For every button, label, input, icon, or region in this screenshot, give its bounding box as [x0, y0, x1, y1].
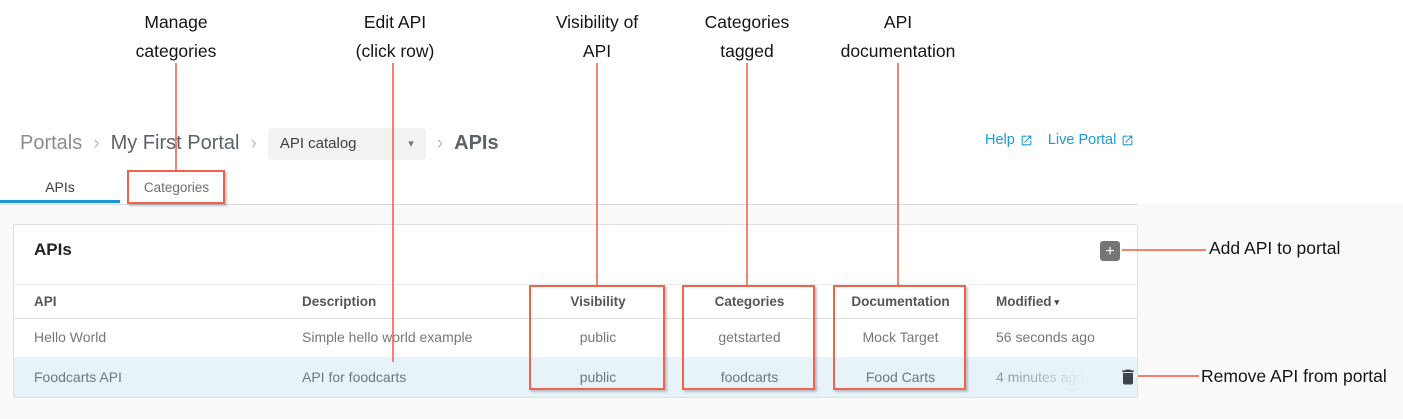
annotation-text: Edit API: [363, 12, 427, 32]
annotation-text: Categories: [704, 12, 790, 32]
annotation-edit-api: Edit API (click row): [285, 8, 505, 66]
dropdown-value: API catalog: [279, 135, 357, 152]
annotation-text: documentation: [840, 41, 956, 61]
chevron-right-icon: ›: [93, 132, 100, 154]
tab-categories[interactable]: Categories: [128, 171, 225, 204]
annotation-text: Manage: [144, 12, 208, 32]
annotation-text: Visibility of: [555, 12, 639, 32]
annotation-api-documentation: API documentation: [788, 8, 1008, 66]
chevron-down-icon: ▾: [408, 138, 414, 150]
header-links: Help Live Portal: [985, 132, 1134, 148]
callout-line-add-api: [1122, 249, 1206, 251]
callout-line-manage-categories: [175, 63, 177, 171]
cell-visibility: public: [579, 329, 617, 345]
table-header-row: API Description Visibility Categories Do…: [14, 284, 1137, 319]
column-header-modified[interactable]: Modified▾: [996, 285, 1059, 319]
column-header-visibility: Visibility: [570, 294, 626, 309]
callout-line-visibility: [596, 63, 598, 285]
help-link[interactable]: Help: [985, 132, 1033, 148]
cell-categories: foodcarts: [720, 369, 779, 385]
table-row[interactable]: Hello World Simple hello world example p…: [14, 317, 1137, 358]
active-tab-indicator: [0, 200, 120, 203]
cell-modified: 4 minutes ago: [996, 357, 1084, 397]
api-catalog-dropdown[interactable]: API catalog ▾: [267, 127, 426, 160]
column-header-api: API: [34, 294, 57, 309]
cell-modified: 56 seconds ago: [996, 329, 1095, 345]
tab-apis-label: APIs: [45, 179, 75, 195]
cell-categories: getstarted: [718, 329, 781, 345]
add-api-button[interactable]: +: [1100, 241, 1120, 261]
annotation-manage-categories: Manage categories: [66, 8, 286, 66]
cell-documentation: Food Carts: [865, 369, 936, 385]
live-portal-link[interactable]: Live Portal: [1048, 132, 1135, 148]
breadcrumb-portals[interactable]: Portals: [20, 132, 83, 154]
chevron-right-icon: ›: [436, 132, 444, 154]
annotation-text: (click row): [355, 41, 435, 61]
apis-panel: APIs + API Description Visibility Catego…: [13, 224, 1138, 398]
cell-api: Hello World: [34, 329, 107, 345]
annotation-text: tagged: [720, 41, 774, 61]
annotation-add-api: Add API to portal: [1209, 238, 1341, 258]
cell-api: Foodcarts API: [34, 369, 122, 385]
modified-label: Modified: [996, 294, 1052, 309]
trash-icon[interactable]: [1118, 366, 1138, 388]
help-link-label: Help: [985, 132, 1015, 148]
plus-icon: +: [1105, 242, 1115, 260]
external-link-icon: [1122, 135, 1133, 145]
annotation-categories-tagged: Categories tagged: [637, 8, 857, 66]
callout-line-edit-api: [392, 63, 394, 362]
sort-desc-icon: ▾: [1054, 297, 1060, 307]
cell-visibility: public: [579, 369, 617, 385]
cell-documentation: Mock Target: [862, 329, 939, 345]
annotation-text: categories: [135, 41, 217, 61]
panel-title: APIs: [34, 240, 72, 259]
annotation-visibility: Visibility of API: [487, 8, 707, 66]
tab-categories-label: Categories: [143, 180, 210, 195]
external-link-icon: [1021, 135, 1032, 145]
callout-line-categories: [746, 63, 748, 285]
column-header-description: Description: [302, 294, 377, 309]
tab-bar: APIs Categories: [0, 171, 1138, 205]
live-portal-link-label: Live Portal: [1047, 132, 1117, 148]
breadcrumb: Portals › My First Portal › API catalog …: [20, 127, 499, 160]
chevron-right-icon: ›: [250, 132, 257, 154]
annotation-text: API: [582, 41, 612, 61]
tab-apis[interactable]: APIs: [0, 171, 120, 204]
annotation-remove-api: Remove API from portal: [1201, 366, 1387, 386]
annotation-text: API: [883, 12, 913, 32]
callout-line-documentation: [897, 63, 899, 285]
cell-description: Simple hello world example: [302, 329, 473, 345]
column-header-documentation: Documentation: [851, 294, 950, 309]
cell-description: API for foodcarts: [302, 369, 407, 385]
table-row[interactable]: Foodcarts API API for foodcarts public f…: [14, 357, 1137, 397]
breadcrumb-current-apis: APIs: [454, 132, 499, 154]
column-header-categories: Categories: [714, 294, 785, 309]
callout-line-remove-api: [1138, 375, 1199, 377]
